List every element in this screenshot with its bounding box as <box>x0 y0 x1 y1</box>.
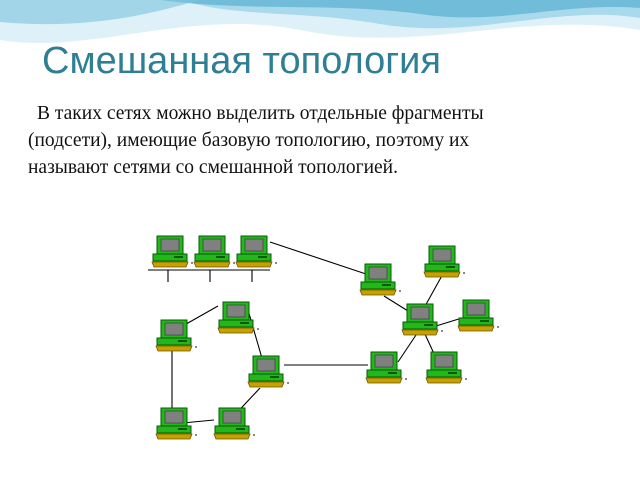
header-wave-decoration <box>0 0 640 44</box>
mesh-link <box>397 331 419 363</box>
body-line: называют сетями со смешанной топологией. <box>28 157 398 178</box>
computer-icon <box>151 235 194 268</box>
star-link <box>435 317 463 327</box>
computer-icon <box>365 351 408 384</box>
mesh-link <box>423 271 445 309</box>
computers <box>151 235 500 440</box>
computer-icon <box>401 303 444 336</box>
computer-icon <box>423 245 466 278</box>
computer-icon <box>213 407 256 440</box>
computer-icon <box>457 299 500 332</box>
computer-icon <box>247 355 290 388</box>
wave-left <box>0 0 200 25</box>
wave-dark <box>0 0 640 18</box>
bus-link <box>269 241 367 275</box>
slide-title: Смешанная топология <box>42 40 441 82</box>
computer-icon <box>235 235 278 268</box>
computer-icon <box>217 301 260 334</box>
computer-icon <box>425 351 468 384</box>
computer-icon <box>359 263 402 296</box>
slide-body-text: В таких сетях можно выделить отдельные ф… <box>28 100 588 181</box>
computer-icon <box>155 407 198 440</box>
computer-icon <box>155 319 198 352</box>
computer-icon <box>193 235 236 268</box>
body-line: (подсети), имеющие базовую топологию, по… <box>28 130 470 151</box>
body-line: В таких сетях можно выделить отдельные ф… <box>37 103 484 124</box>
mixed-topology-diagram <box>148 235 500 440</box>
